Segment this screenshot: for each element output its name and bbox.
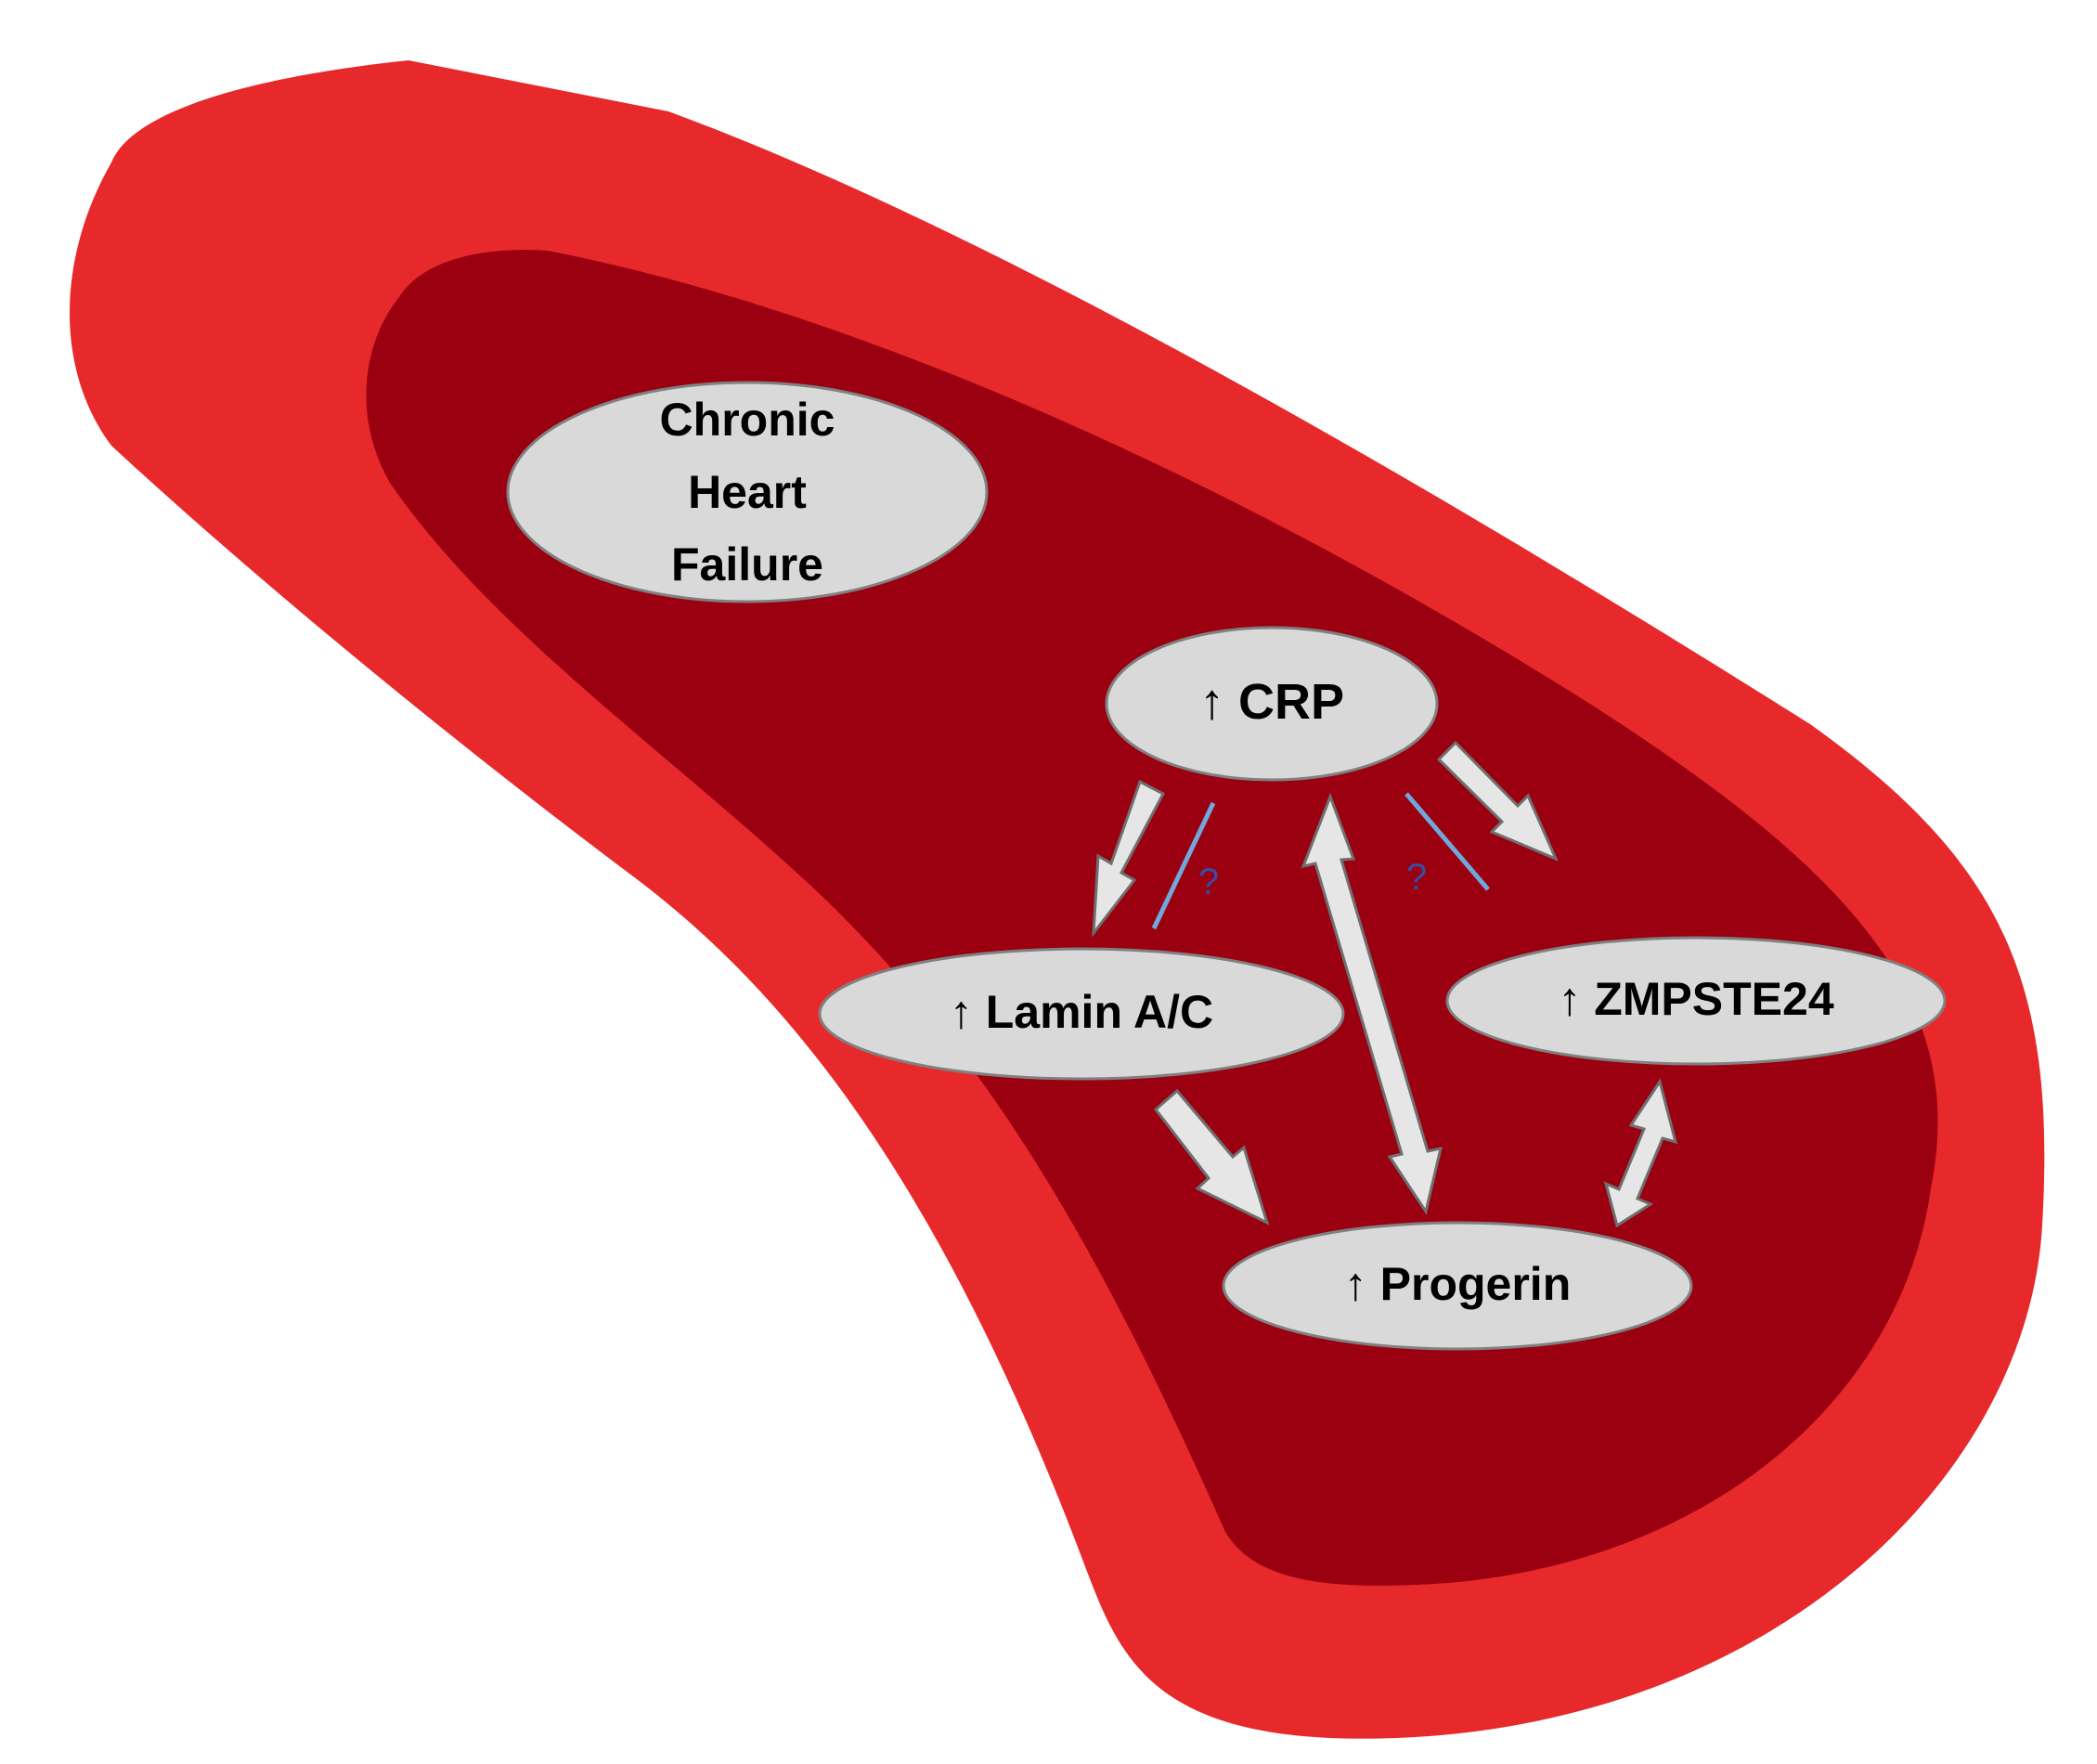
arrow-zmpste24-progerin-bidirectional bbox=[1603, 1078, 1678, 1228]
arrow-crp-to-lamin bbox=[1092, 779, 1166, 938]
node-crp: ↑ CRP bbox=[1105, 626, 1439, 782]
zmpste24-label: ↑ ZMPSTE24 bbox=[1558, 973, 1833, 1025]
lamin-label: ↑ Lamin A/C bbox=[950, 986, 1213, 1038]
progerin-label: ↑ Progerin bbox=[1344, 1258, 1571, 1310]
blood-vessel-icon bbox=[70, 60, 2045, 1739]
arrow-crp-to-zmpste24 bbox=[1436, 740, 1559, 862]
chronic-heart-failure-line-2: Heart bbox=[688, 466, 807, 518]
chronic-heart-failure-line-3: Failure bbox=[671, 538, 823, 590]
node-lamin: ↑ Lamin A/C bbox=[818, 947, 1345, 1081]
chronic-heart-failure-line-1: Chronic bbox=[660, 394, 835, 446]
lamin-ellipse bbox=[818, 947, 1345, 1081]
uncertain-line-lamin-to-crp bbox=[1151, 801, 1216, 930]
node-chronic-heart-failure: Chronic Heart Failure bbox=[506, 381, 989, 603]
node-zmpste24: ↑ ZMPSTE24 bbox=[1445, 936, 1947, 1066]
uncertain-line-zmpste24-to-crp bbox=[1404, 792, 1490, 891]
arrow-crp-progerin-bidirectional bbox=[1301, 792, 1443, 1215]
chronic-heart-failure-ellipse bbox=[506, 381, 989, 603]
progerin-ellipse bbox=[1222, 1221, 1693, 1351]
question-mark-lamin-crp: ? bbox=[1198, 862, 1219, 902]
relation-arrows: ? ? bbox=[1092, 740, 1678, 1228]
question-mark-zmpste24-crp: ? bbox=[1406, 857, 1427, 898]
node-progerin: ↑ Progerin bbox=[1222, 1221, 1693, 1351]
crp-label: ↑ CRP bbox=[1199, 674, 1344, 730]
crp-ellipse bbox=[1105, 626, 1439, 782]
arrow-lamin-to-progerin bbox=[1153, 1088, 1270, 1226]
zmpste24-ellipse bbox=[1445, 936, 1947, 1066]
